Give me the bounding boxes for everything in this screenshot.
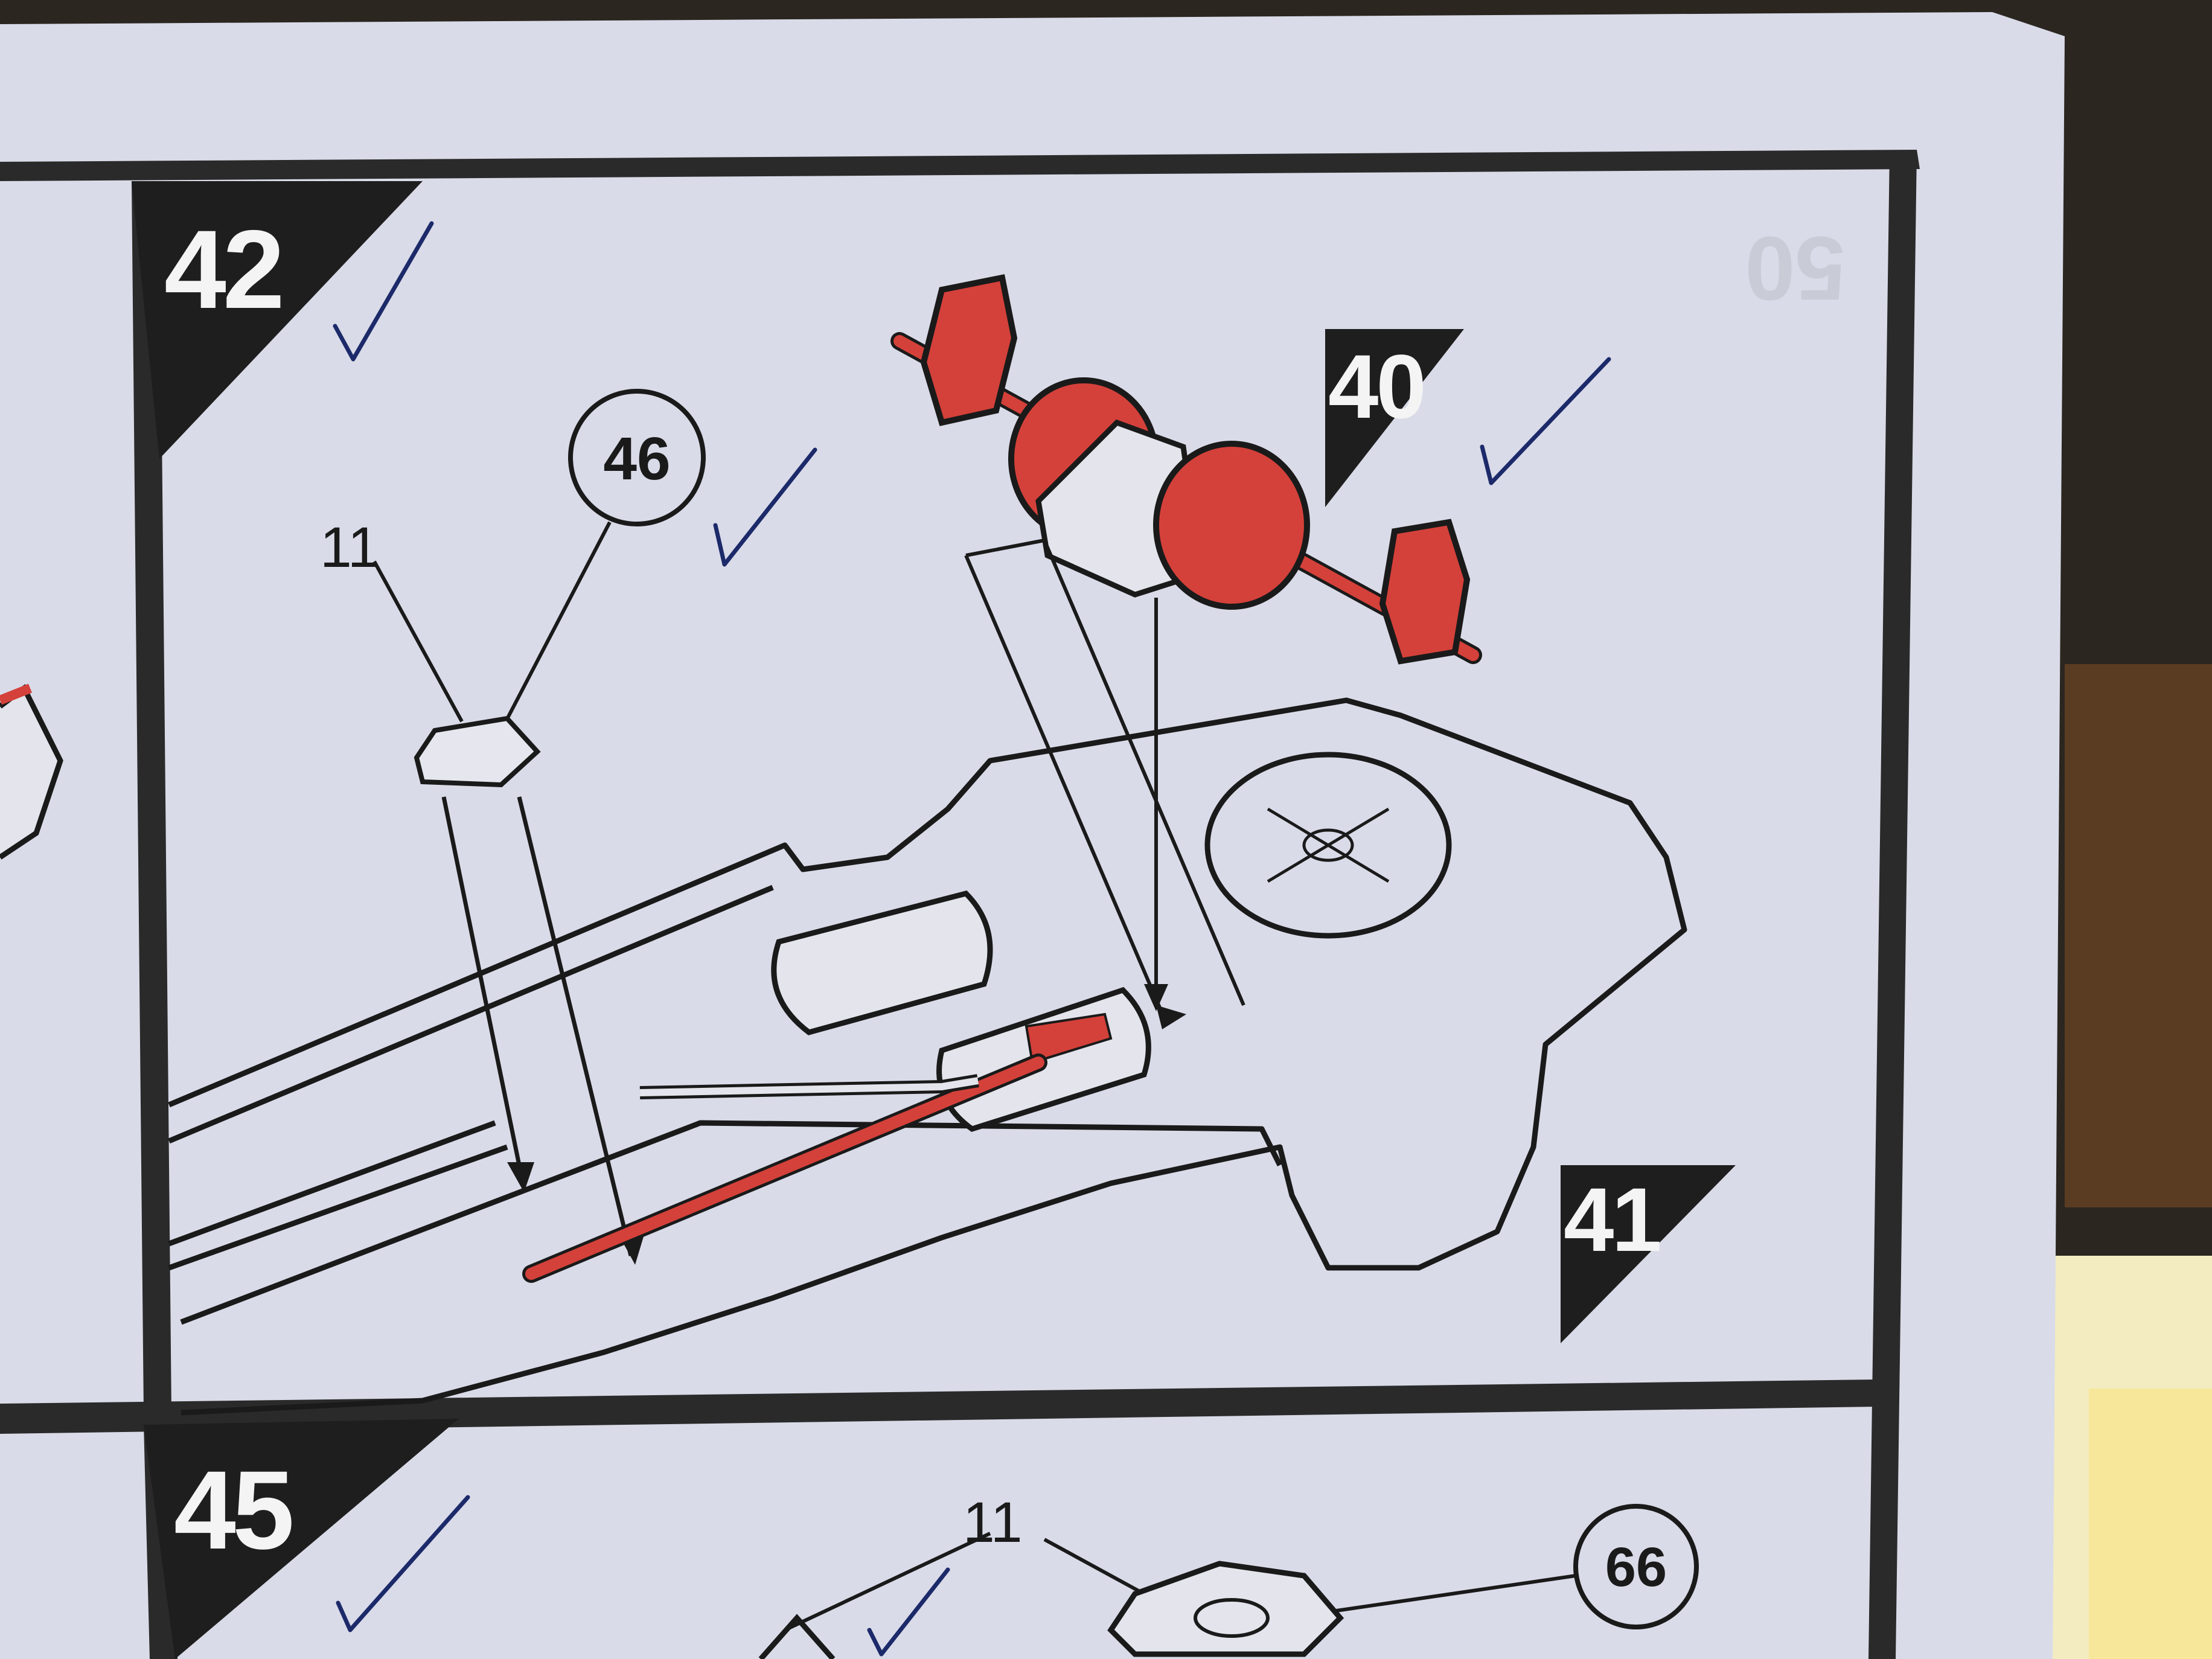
- rear-axle-assembly: [890, 274, 1482, 665]
- check-mark-icon: [333, 221, 1611, 1657]
- step-42-corner: [132, 181, 423, 459]
- part-marker-41: 41: [1564, 1169, 1662, 1270]
- small-part-66: [1107, 1561, 1344, 1657]
- callout-66: 66: [1605, 1536, 1667, 1598]
- small-part-11: [414, 715, 541, 788]
- triangle-marker-41: [1561, 1165, 1736, 1343]
- callout-circle-66: [1573, 1504, 1699, 1629]
- part-label-11: 11: [320, 516, 380, 580]
- part-label-11-step45: 11: [963, 1491, 1023, 1555]
- spare-tire: [1204, 752, 1452, 939]
- step-45-corner: [144, 1419, 459, 1659]
- step-number-42: 42: [164, 208, 285, 332]
- triangle-marker-40: [1325, 329, 1464, 507]
- faint-page-number: 50: [1745, 218, 1846, 319]
- part-marker-40: 40: [1328, 336, 1427, 437]
- drive-shaft: [525, 1056, 1044, 1280]
- callout-circle-46: [568, 389, 706, 526]
- step-number-45: 45: [174, 1448, 295, 1573]
- muffler-1: [771, 890, 993, 1035]
- callout-46: 46: [603, 425, 671, 493]
